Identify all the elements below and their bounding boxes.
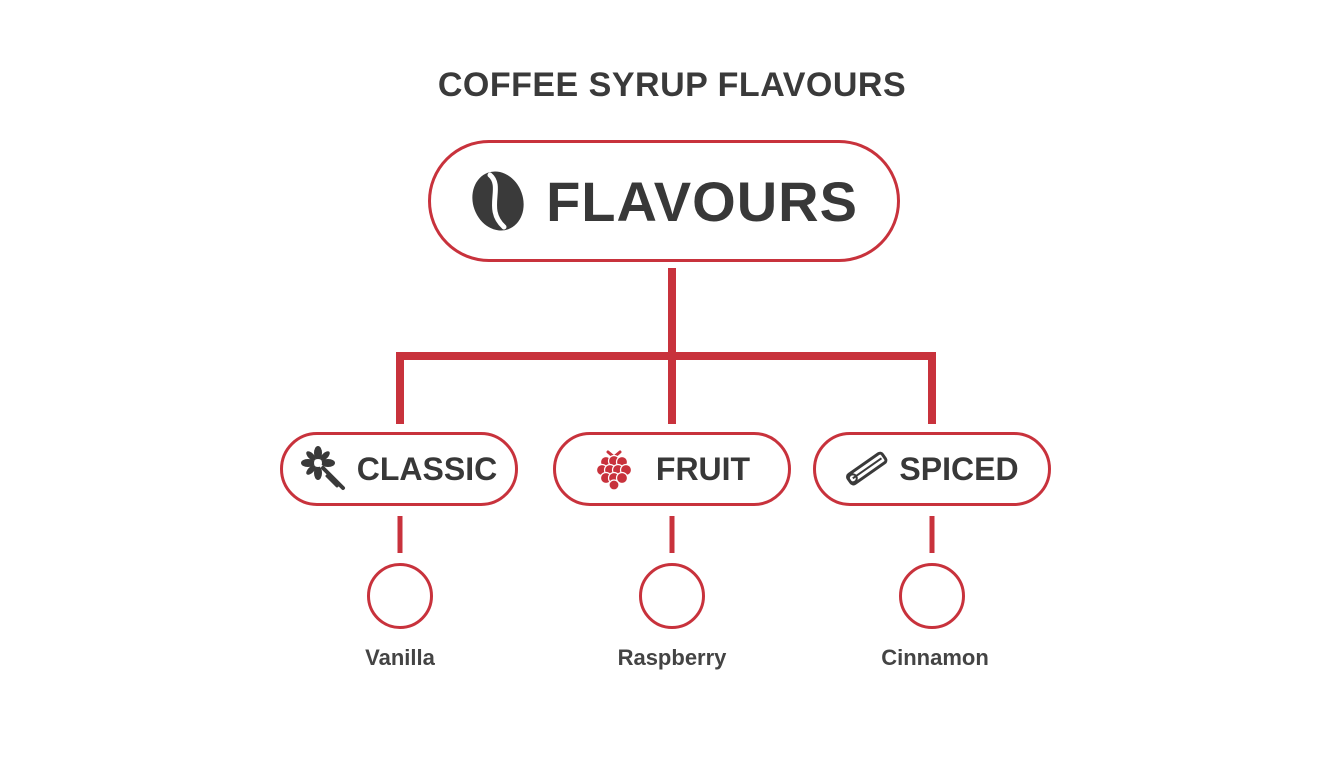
leaf-node-vanilla[interactable]	[367, 563, 433, 629]
leaf-label-raspberry: Raspberry	[617, 645, 727, 670]
leaf-node-cinnamon[interactable]	[899, 563, 965, 629]
category-label-spiced: SPICED	[899, 450, 1019, 487]
coffee-bean-icon	[470, 169, 526, 233]
category-node-classic[interactable]: CLASSIC	[280, 432, 518, 506]
diagram-title: COFFEE SYRUP FLAVOURS	[437, 66, 907, 104]
cinnamon-stick-icon	[845, 449, 889, 489]
leaf-label-vanilla: Vanilla	[365, 645, 435, 670]
leaf-label-cinnamon: Cinnamon	[881, 645, 989, 670]
raspberry-icon	[594, 448, 634, 490]
category-node-spiced[interactable]: SPICED	[813, 432, 1051, 506]
category-node-fruit[interactable]: FRUIT	[553, 432, 791, 506]
category-label-fruit: FRUIT	[655, 450, 751, 487]
leaf-node-raspberry[interactable]	[639, 563, 705, 629]
root-label: FLAVOURS	[546, 169, 858, 233]
root-node-flavours[interactable]: FLAVOURS	[428, 140, 900, 262]
category-label-classic: CLASSIC	[356, 450, 498, 487]
vanilla-flower-icon	[300, 446, 347, 492]
